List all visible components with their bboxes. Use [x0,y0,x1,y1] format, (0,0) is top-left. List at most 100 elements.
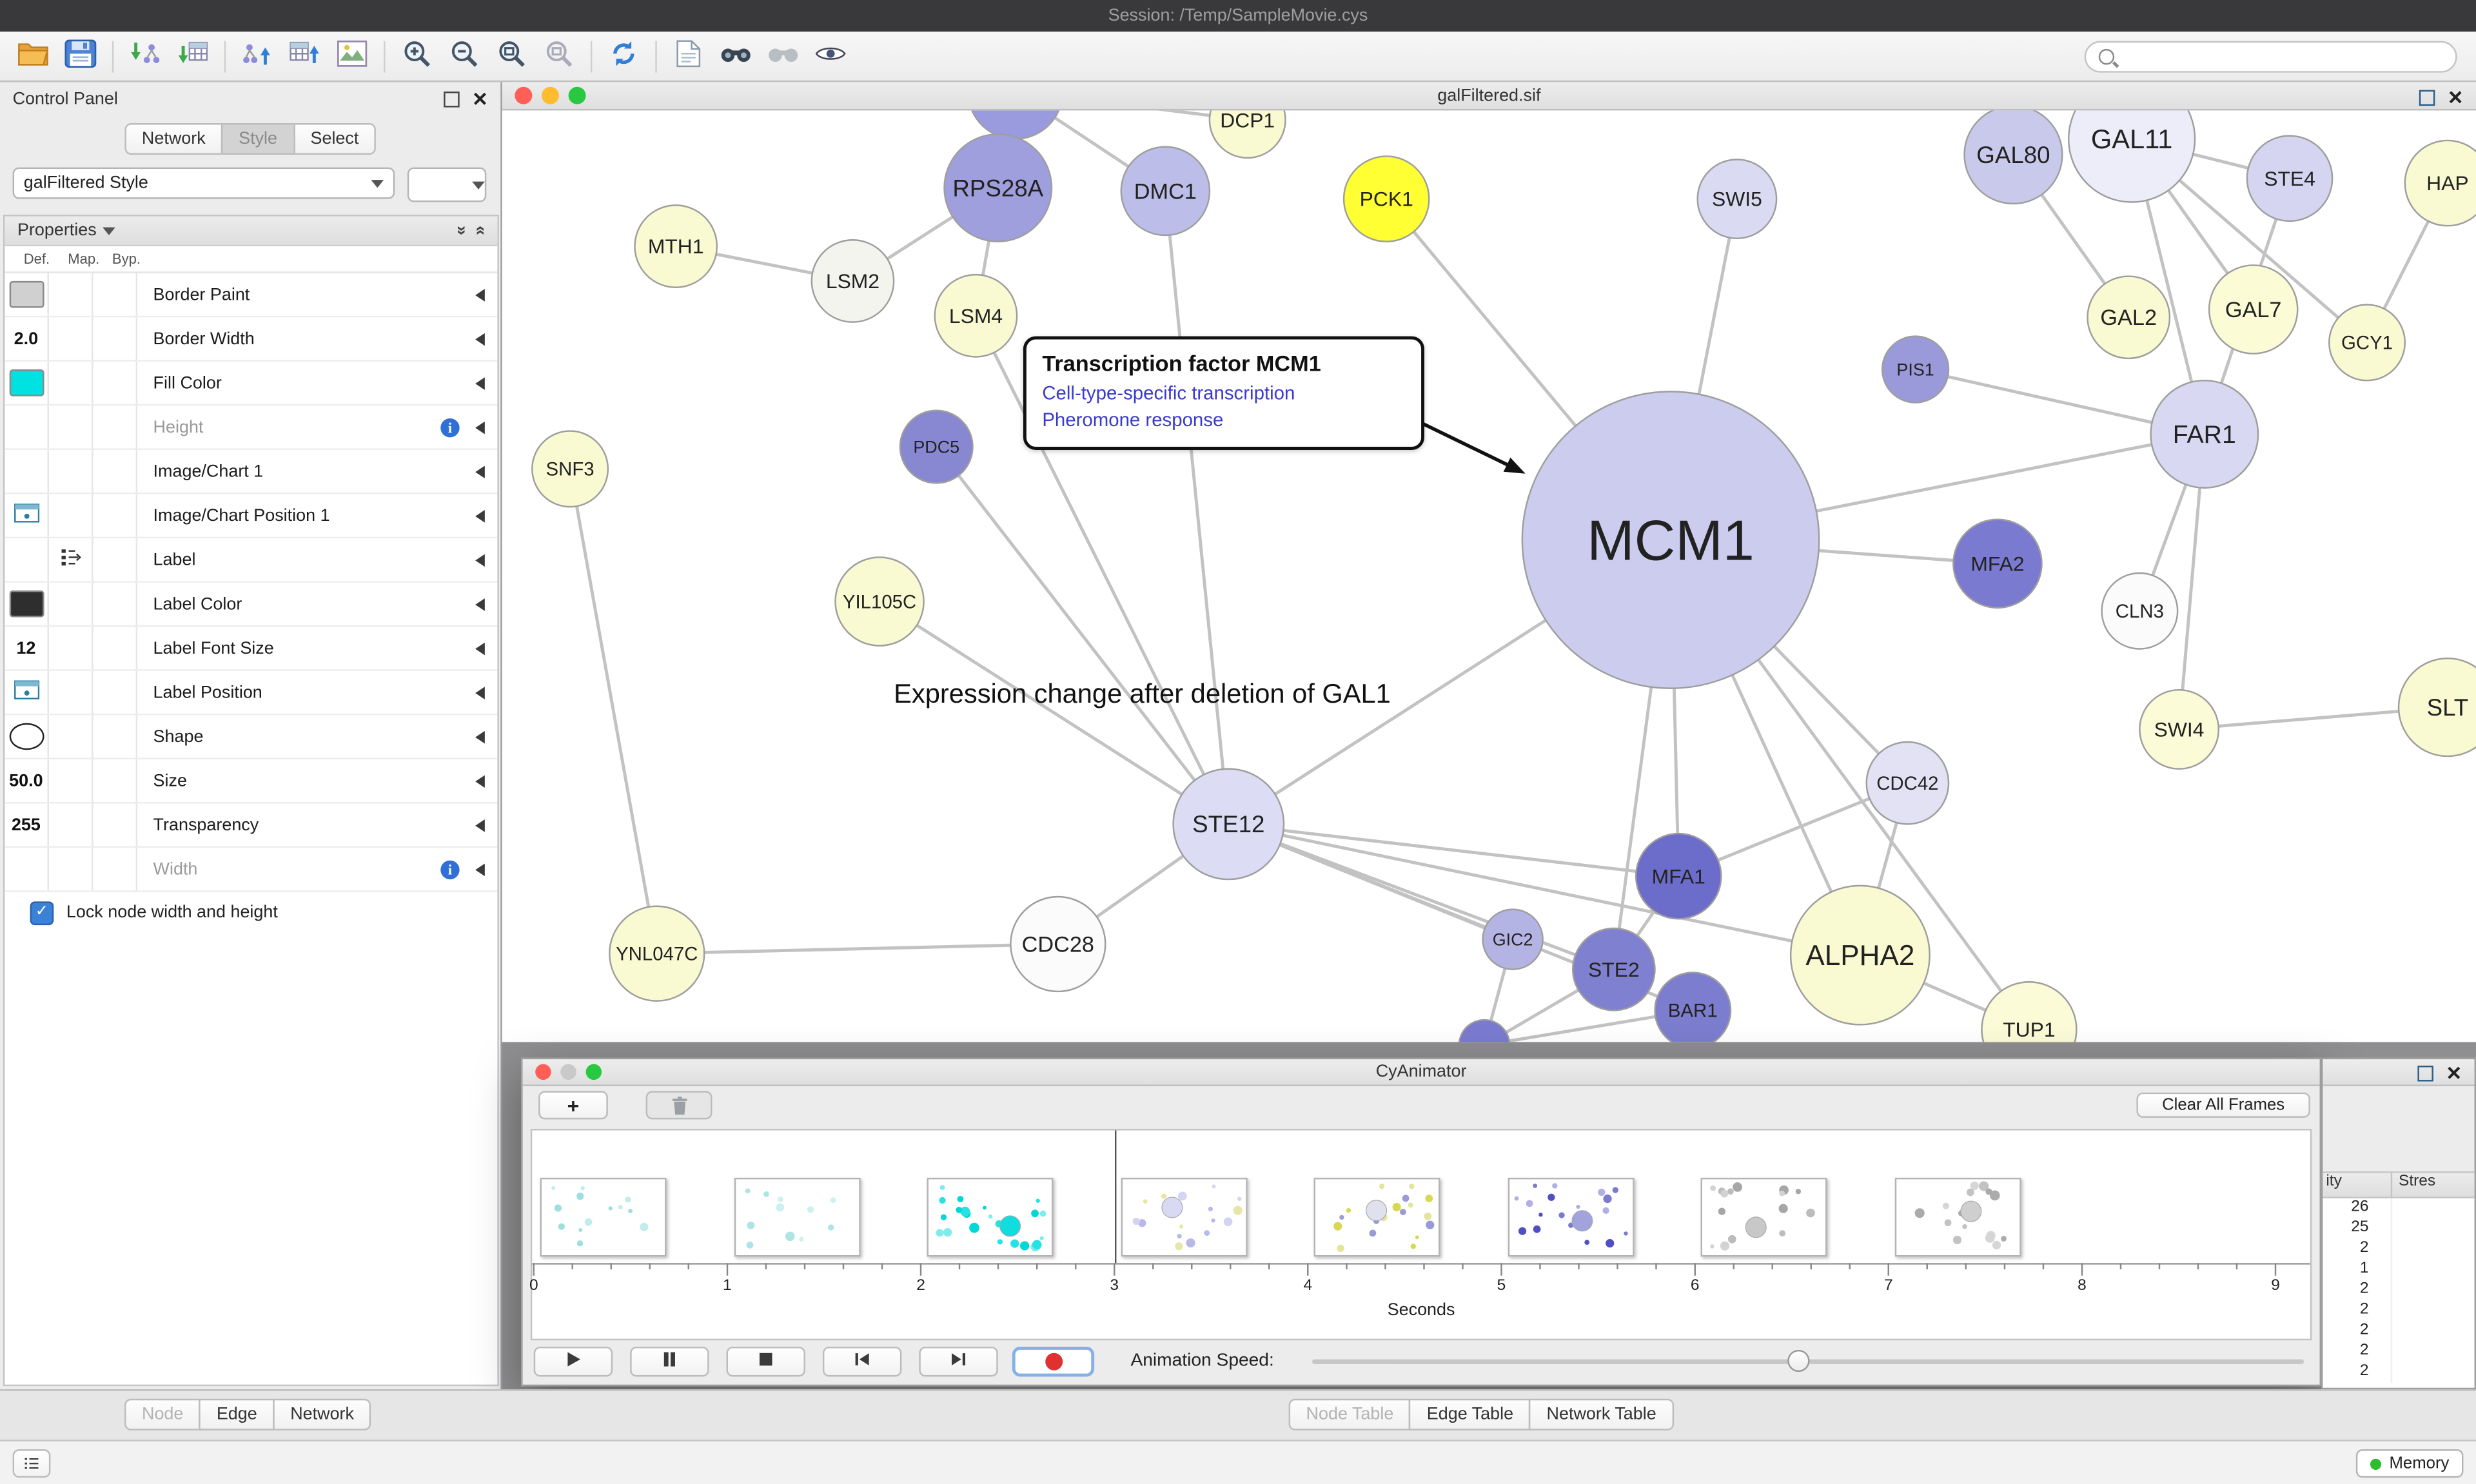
node-snf3[interactable] [531,430,609,508]
property-row-fill-color[interactable]: Fill Color [5,361,498,406]
node-swi5[interactable] [1696,159,1778,240]
add-frame-button[interactable]: + [538,1091,608,1120]
expand-row-icon[interactable] [475,420,485,434]
expand-row-icon[interactable] [475,863,485,875]
hide-selected-button[interactable] [760,35,807,77]
zoom-selected-button[interactable] [535,35,582,77]
expand-row-icon[interactable] [475,376,485,389]
tab-edge-table[interactable]: Edge Table [1409,1398,1531,1430]
bypass-cell[interactable] [93,848,138,891]
edge-ste12-mfa1[interactable] [1228,822,1679,878]
column-header[interactable]: Stres [2399,1173,2436,1191]
discrete-mapping-icon[interactable] [59,548,81,572]
close-window-icon[interactable]: ✕ [2446,1062,2462,1085]
edge-ncut1-dcp1[interactable] [1016,110,1248,122]
pause-button[interactable] [630,1346,709,1377]
node-slt[interactable] [2397,658,2476,757]
property-row-image-chart-position-1[interactable]: Image/Chart Position 1 [5,494,498,539]
table-row[interactable]: 26 [2323,1198,2474,1219]
default-value-cell[interactable] [5,582,49,625]
bypass-cell[interactable] [93,715,138,758]
animation-frame-6-thumbnail[interactable] [1508,1177,1635,1257]
edge-yil105c-ste12[interactable] [878,600,1230,826]
minimize-traffic-light[interactable] [542,86,559,104]
bypass-cell[interactable] [93,759,138,803]
position-icon[interactable] [13,680,39,705]
node-yil105c[interactable] [834,556,925,647]
default-value-cell[interactable]: 12 [5,627,49,670]
import-network-button[interactable] [122,35,169,77]
node-ste4[interactable] [2246,135,2334,222]
apply-layout-button[interactable] [600,35,647,77]
table-row[interactable]: 1 [2323,1260,2474,1281]
node-ste2[interactable] [1571,927,1656,1011]
search-input[interactable] [2123,46,2443,68]
node-gal80[interactable] [1963,110,2063,205]
expand-row-icon[interactable] [475,818,485,832]
expand-row-icon[interactable] [475,597,485,610]
bypass-cell[interactable] [93,582,138,625]
node-cdc42[interactable] [1865,741,1950,825]
node-mth1[interactable] [634,204,718,288]
properties-header[interactable]: Properties » » [5,216,498,247]
default-value-cell[interactable] [5,449,49,493]
timeline-playhead[interactable] [1114,1130,1117,1264]
mapping-cell[interactable] [49,627,93,670]
animation-frame-2-thumbnail[interactable] [733,1177,860,1257]
node-ncut2[interactable] [1458,1019,1511,1042]
zoom-traffic-light[interactable] [568,86,586,104]
style-options-button[interactable] [407,167,487,202]
bypass-cell[interactable] [93,803,138,846]
node-gal2[interactable] [2087,275,2171,360]
bypass-cell[interactable] [93,670,138,714]
edge-snf3-ynl047c[interactable] [568,468,659,954]
open-session-button[interactable] [10,35,57,77]
table-row[interactable]: 2 [2323,1239,2474,1260]
property-row-border-paint[interactable]: Border Paint [5,273,498,318]
default-value-cell[interactable] [5,670,49,714]
record-button[interactable] [1012,1346,1095,1377]
ellipse-shape-icon[interactable] [8,723,44,750]
mapping-cell[interactable] [49,759,93,803]
expand-row-icon[interactable] [475,509,485,522]
task-history-button[interactable] [12,1449,51,1478]
default-value-cell[interactable] [5,405,49,449]
memory-button[interactable]: Memory [2356,1449,2464,1478]
close-window-icon[interactable]: ✕ [2447,86,2464,109]
mapping-cell[interactable] [49,670,93,714]
bypass-cell[interactable] [93,405,138,449]
zoom-traffic-light[interactable] [585,1064,602,1080]
bypass-cell[interactable] [93,538,138,581]
play-button[interactable] [533,1346,613,1377]
close-panel-icon[interactable]: ✕ [472,88,488,111]
node-lsm2[interactable] [811,239,895,323]
property-row-label-color[interactable]: Label Color [5,582,498,627]
style-select[interactable]: galFiltered Style [12,167,395,199]
node-hap[interactable] [2404,139,2476,227]
node-tup1[interactable] [1981,981,2078,1042]
animation-frame-1-thumbnail[interactable] [540,1177,667,1257]
table-row[interactable]: 2 [2323,1321,2474,1342]
export-network-button[interactable] [233,35,280,77]
node-cdc28[interactable] [1010,895,1106,993]
expand-row-icon[interactable] [475,553,485,566]
node-cln3[interactable] [2101,572,2179,650]
node-gic2[interactable] [1482,908,1544,970]
expand-row-icon[interactable] [475,641,485,655]
search-box[interactable] [2084,41,2457,73]
export-image-button[interactable] [328,35,375,77]
node-mfa2[interactable] [1952,518,2043,609]
import-table-button[interactable] [169,35,216,77]
animation-frame-4-thumbnail[interactable] [1120,1177,1247,1257]
expand-row-icon[interactable] [475,730,485,743]
default-value-cell[interactable]: 50.0 [5,759,49,803]
table-row[interactable]: 2 [2323,1362,2474,1383]
expand-row-icon[interactable] [475,465,485,478]
default-value-cell[interactable] [5,361,49,404]
mapping-cell[interactable] [49,848,93,891]
node-gcy1[interactable] [2328,304,2406,382]
tab-style[interactable]: Style [221,123,295,155]
